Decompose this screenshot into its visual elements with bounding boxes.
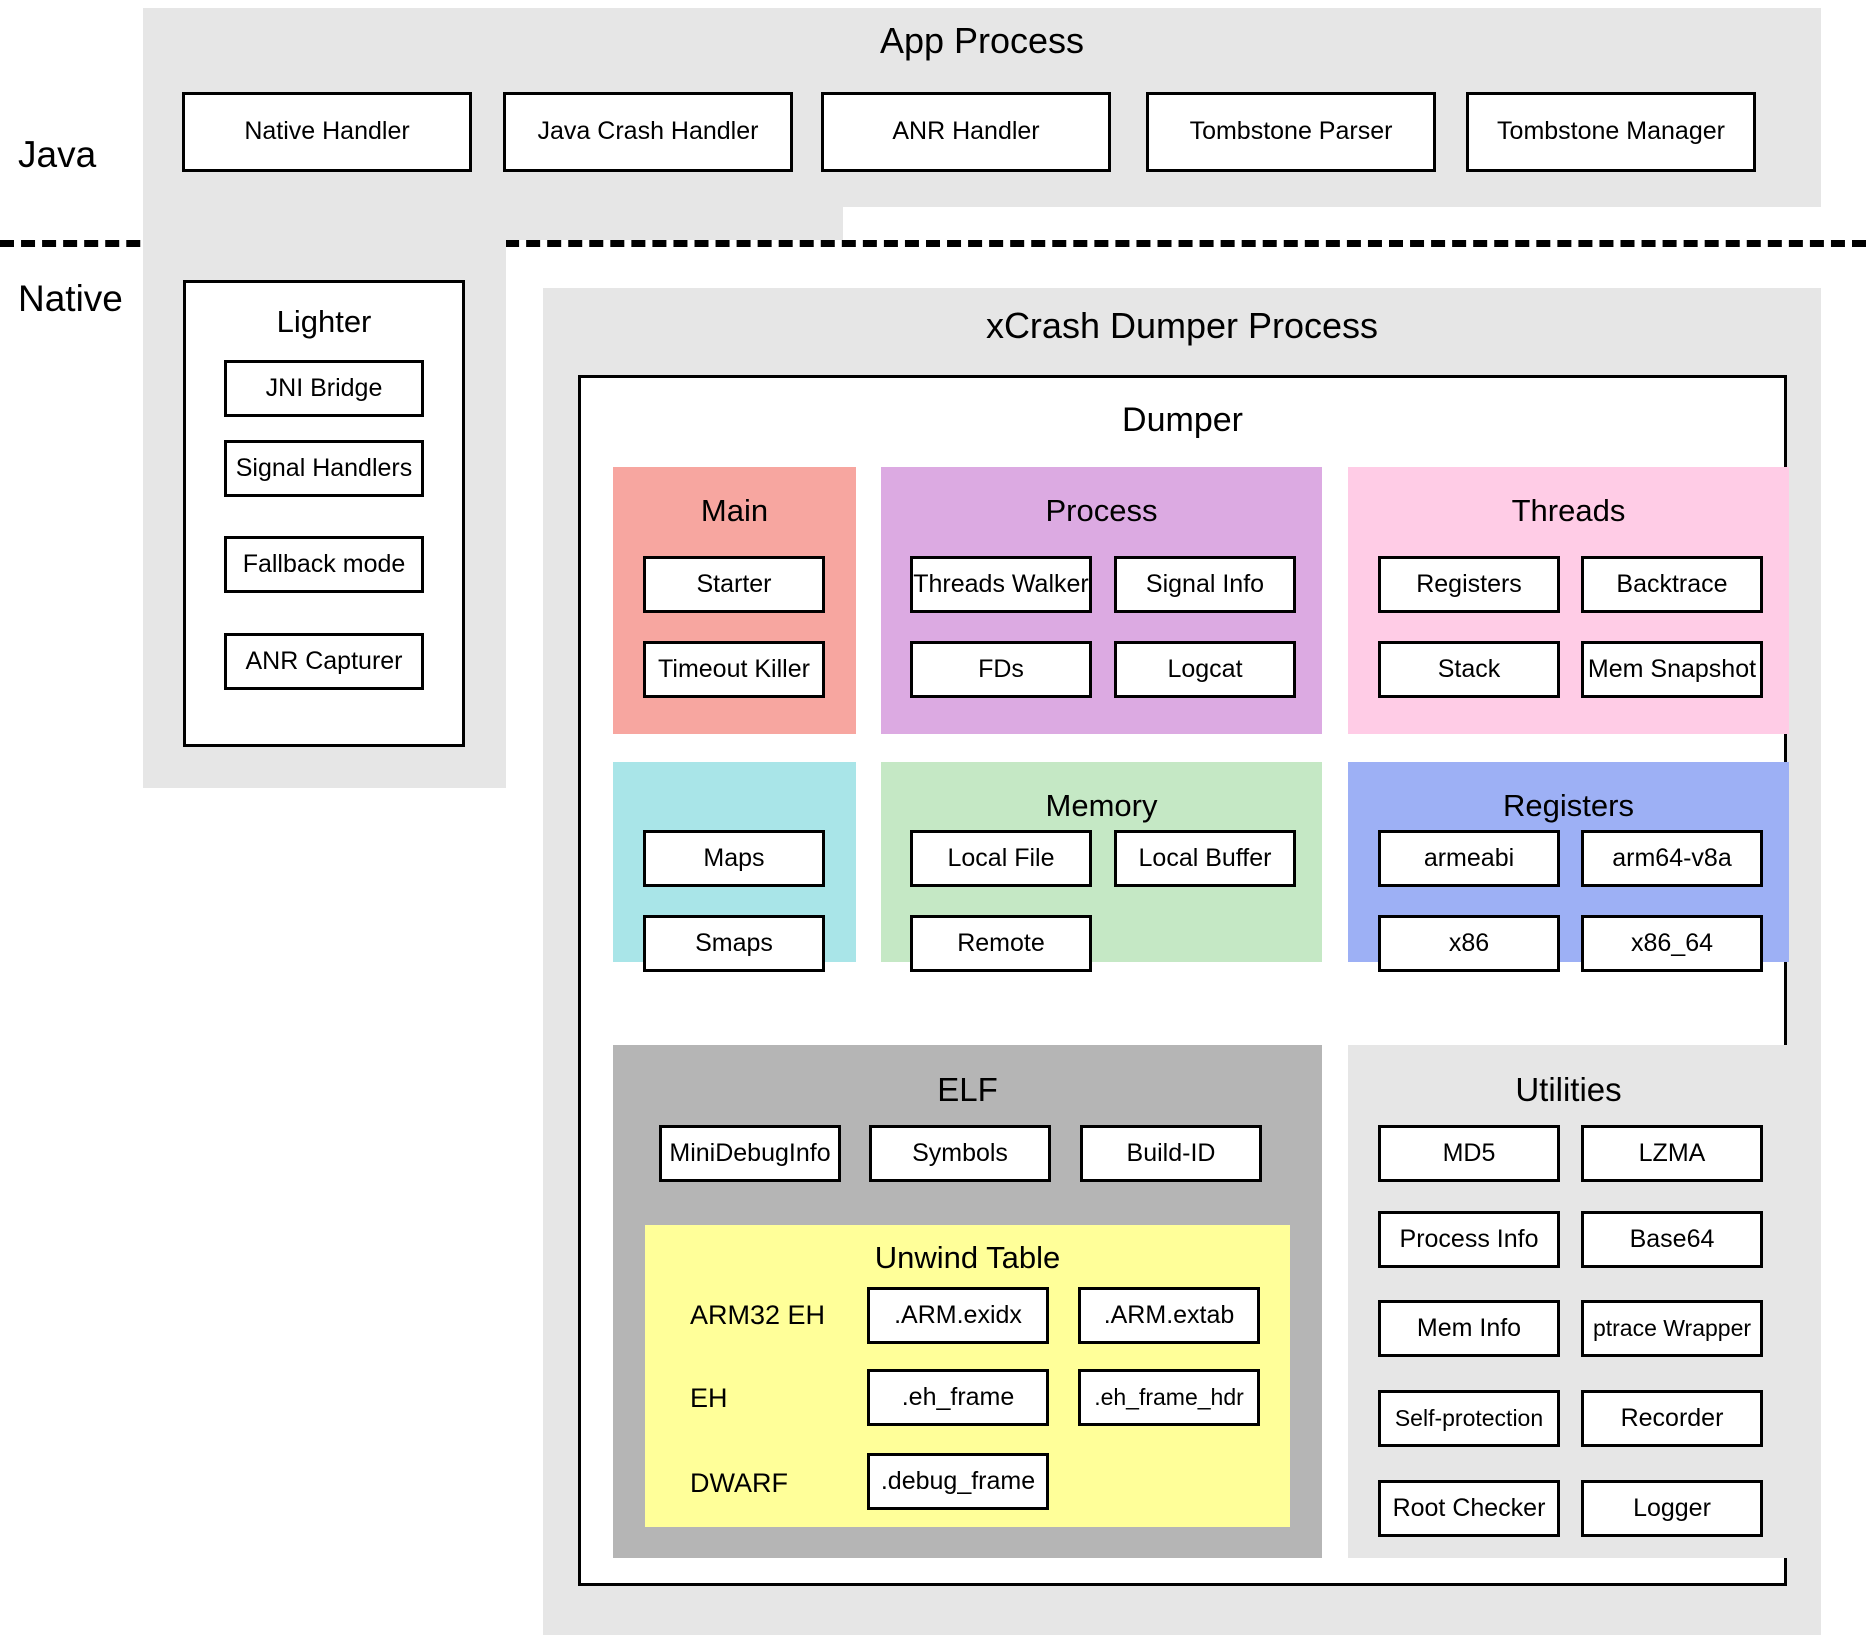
registers-item-arm64-v8a[interactable]: arm64-v8a: [1581, 830, 1763, 887]
threads-item-registers[interactable]: Registers: [1378, 556, 1560, 613]
utilities-item-base64[interactable]: Base64: [1581, 1211, 1763, 1268]
utilities-item-md5[interactable]: MD5: [1378, 1125, 1560, 1182]
process-item-logcat[interactable]: Logcat: [1114, 641, 1296, 698]
utilities-item-mem-info[interactable]: Mem Info: [1378, 1300, 1560, 1357]
utilities-item-process-info[interactable]: Process Info: [1378, 1211, 1560, 1268]
utilities-item-self-protection[interactable]: Self-protection: [1378, 1390, 1560, 1447]
threads-item-stack[interactable]: Stack: [1378, 641, 1560, 698]
group-registers-title: Registers: [1503, 788, 1634, 823]
layer-label-java: Java: [18, 134, 97, 175]
lighter-title: Lighter: [276, 304, 372, 339]
unwind-item-eh-frame[interactable]: .eh_frame: [867, 1369, 1049, 1426]
elf-item-symbols[interactable]: Symbols: [869, 1125, 1051, 1182]
unwind-item-arm-extab[interactable]: .ARM.extab: [1078, 1287, 1260, 1344]
java-native-divider: [0, 240, 1866, 247]
memory-item-remote[interactable]: Remote: [910, 915, 1092, 972]
lighter-module-fallback-mode[interactable]: Fallback mode: [224, 536, 424, 593]
unwind-item-eh-frame-hdr[interactable]: .eh_frame_hdr: [1078, 1369, 1260, 1426]
unwind-row-label-dwarf: DWARF: [690, 1468, 788, 1498]
unwind-item-arm-exidx[interactable]: .ARM.exidx: [867, 1287, 1049, 1344]
utilities-item-lzma[interactable]: LZMA: [1581, 1125, 1763, 1182]
utilities-item-recorder[interactable]: Recorder: [1581, 1390, 1763, 1447]
group-threads-title: Threads: [1511, 493, 1626, 528]
unwind-row-label-arm32-eh: ARM32 EH: [690, 1300, 826, 1330]
elf-item-build-id[interactable]: Build-ID: [1080, 1125, 1262, 1182]
elf-item-minidebuginfo[interactable]: MiniDebugInfo: [659, 1125, 841, 1182]
unwind-item-debug-frame[interactable]: .debug_frame: [867, 1453, 1049, 1510]
app-module-tombstone-manager[interactable]: Tombstone Manager: [1466, 92, 1756, 172]
memory-layout-item-maps[interactable]: Maps: [643, 830, 825, 887]
threads-item-mem-snapshot[interactable]: Mem Snapshot: [1581, 641, 1763, 698]
memory-layout-item-smaps[interactable]: Smaps: [643, 915, 825, 972]
app-module-native-handler[interactable]: Native Handler: [182, 92, 472, 172]
lighter-module-jni-bridge[interactable]: JNI Bridge: [224, 360, 424, 417]
app-process-title: App Process: [879, 20, 1085, 61]
process-item-threads-walker[interactable]: Threads Walker: [910, 556, 1092, 613]
utilities-item-logger[interactable]: Logger: [1581, 1480, 1763, 1537]
process-item-fds[interactable]: FDs: [910, 641, 1092, 698]
app-module-tombstone-parser[interactable]: Tombstone Parser: [1146, 92, 1436, 172]
group-elf-title: ELF: [937, 1071, 998, 1108]
main-item-timeout-killer[interactable]: Timeout Killer: [643, 641, 825, 698]
threads-item-backtrace[interactable]: Backtrace: [1581, 556, 1763, 613]
unwind-table-title: Unwind Table: [874, 1240, 1061, 1275]
app-module-java-crash-handler[interactable]: Java Crash Handler: [503, 92, 793, 172]
memory-item-local-buffer[interactable]: Local Buffer: [1114, 830, 1296, 887]
group-main-title: Main: [700, 493, 769, 528]
app-module-anr-handler[interactable]: ANR Handler: [821, 92, 1111, 172]
layer-label-native: Native: [18, 278, 123, 319]
group-memory-title: Memory: [1045, 788, 1158, 823]
app-process-panel-skirt: [143, 207, 843, 240]
registers-item-armeabi[interactable]: armeabi: [1378, 830, 1560, 887]
memory-item-local-file[interactable]: Local File: [910, 830, 1092, 887]
group-process-title: Process: [1045, 493, 1158, 528]
group-utilities-title: Utilities: [1515, 1071, 1622, 1108]
lighter-module-signal-handlers[interactable]: Signal Handlers: [224, 440, 424, 497]
registers-item-x86[interactable]: x86: [1378, 915, 1560, 972]
unwind-row-label-eh: EH: [690, 1383, 728, 1413]
registers-item-x86-64[interactable]: x86_64: [1581, 915, 1763, 972]
utilities-item-ptrace-wrapper[interactable]: ptrace Wrapper: [1581, 1300, 1763, 1357]
main-item-starter[interactable]: Starter: [643, 556, 825, 613]
xcrash-dumper-process-title: xCrash Dumper Process: [985, 305, 1379, 346]
dumper-title: Dumper: [1122, 401, 1243, 439]
process-item-signal-info[interactable]: Signal Info: [1114, 556, 1296, 613]
utilities-item-root-checker[interactable]: Root Checker: [1378, 1480, 1560, 1537]
lighter-module-anr-capturer[interactable]: ANR Capturer: [224, 633, 424, 690]
